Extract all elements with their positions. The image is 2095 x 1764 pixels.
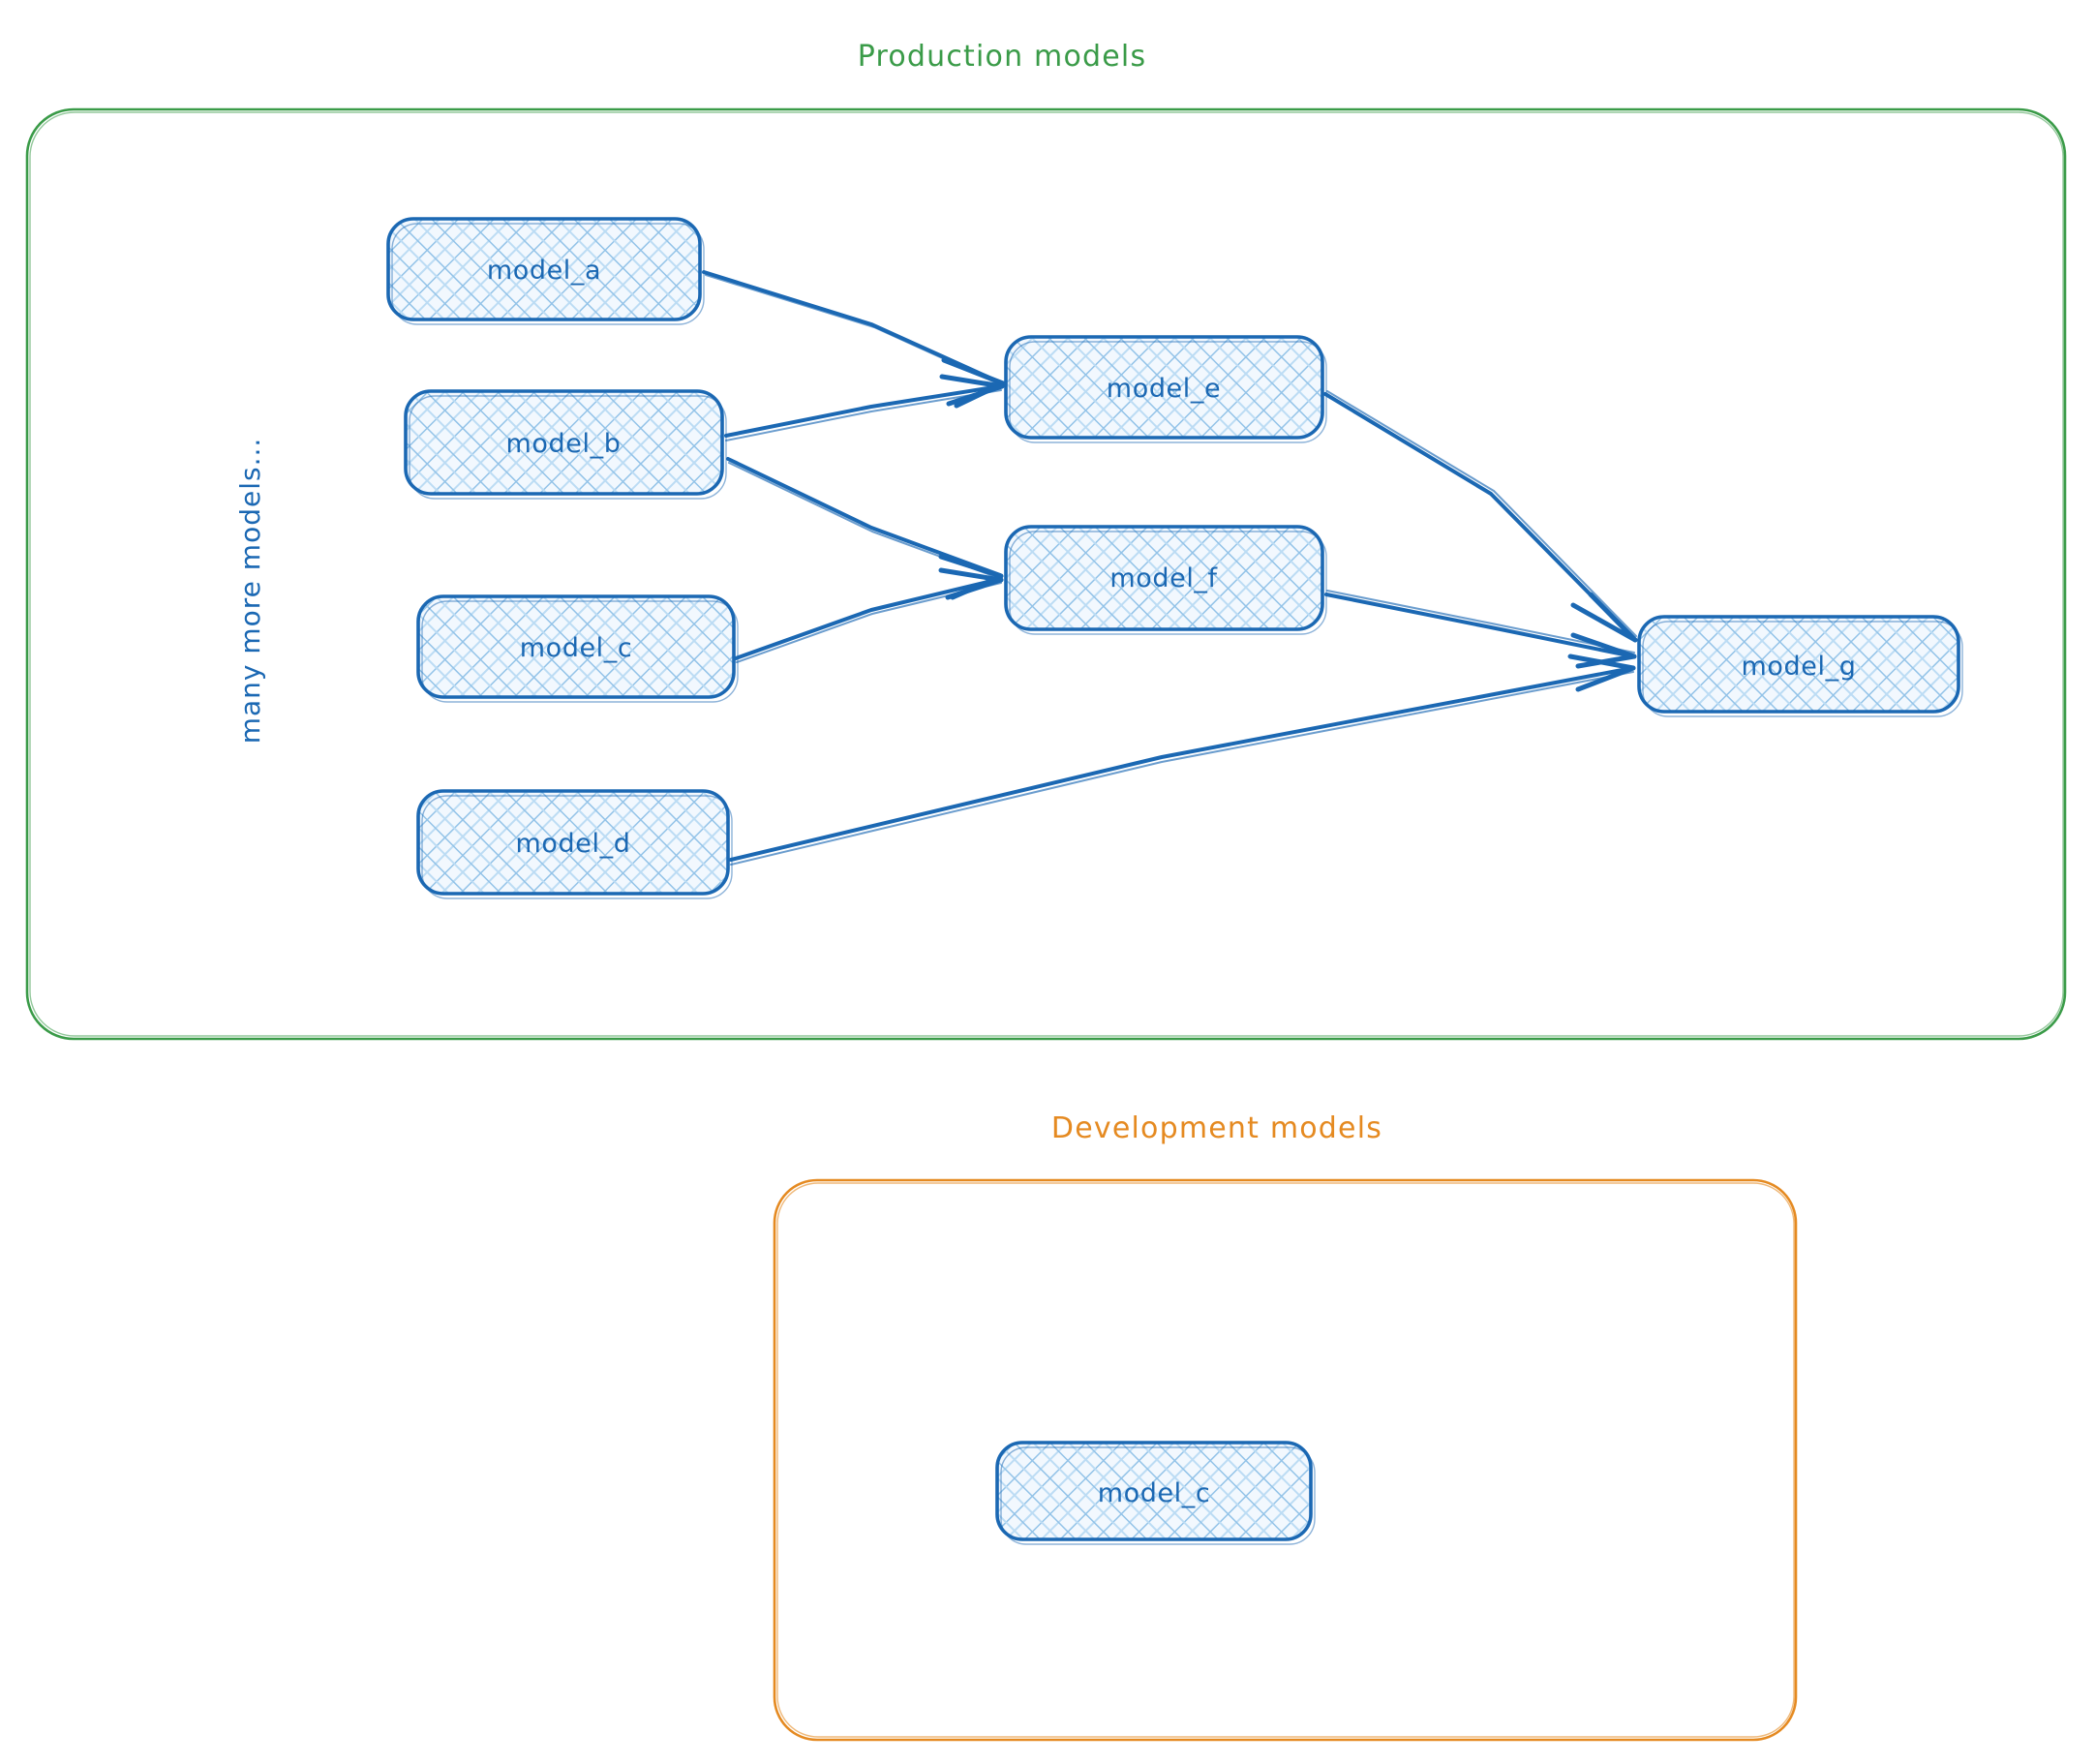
node-model-f[interactable] <box>1004 525 1327 635</box>
node-model-c[interactable] <box>416 594 739 703</box>
node-label-dev-model-c: model_c <box>1098 1478 1211 1508</box>
edge-model-d-to-model-g <box>729 654 1636 866</box>
node-label-model-a: model_a <box>487 256 601 286</box>
node-model-g[interactable] <box>1637 615 1963 717</box>
edge-model-a-to-model-e <box>702 270 1006 409</box>
group-container-production <box>25 107 2067 1041</box>
edges-layer <box>702 270 1638 866</box>
node-dev-model-c[interactable] <box>995 1441 1316 1545</box>
node-model-a[interactable] <box>386 217 705 325</box>
group-container-development <box>773 1178 1798 1742</box>
group-title-production: Production models <box>858 40 1147 74</box>
edge-model-f-to-model-g <box>1324 590 1637 669</box>
node-label-model-g: model_g <box>1742 652 1857 682</box>
node-label-model-f: model_f <box>1109 563 1218 593</box>
many-more-models-note: many more models... <box>234 438 266 745</box>
labels-layer: Production models Development models man… <box>234 40 1856 1508</box>
nodes-layer <box>386 217 1963 1545</box>
edge-model-e-to-model-g <box>1323 390 1638 643</box>
edge-model-c-to-model-f <box>734 567 1004 663</box>
node-model-d[interactable] <box>416 789 733 899</box>
node-label-model-d: model_d <box>516 829 631 859</box>
node-model-b[interactable] <box>404 389 727 500</box>
node-label-model-e: model_e <box>1107 374 1221 404</box>
node-label-model-b: model_b <box>506 429 622 459</box>
edge-model-b-to-model-e <box>724 374 1005 441</box>
node-model-e[interactable] <box>1004 335 1327 443</box>
edge-model-b-to-model-f <box>726 457 1004 600</box>
group-title-development: Development models <box>1051 1111 1382 1145</box>
node-label-model-c: model_c <box>520 633 633 663</box>
